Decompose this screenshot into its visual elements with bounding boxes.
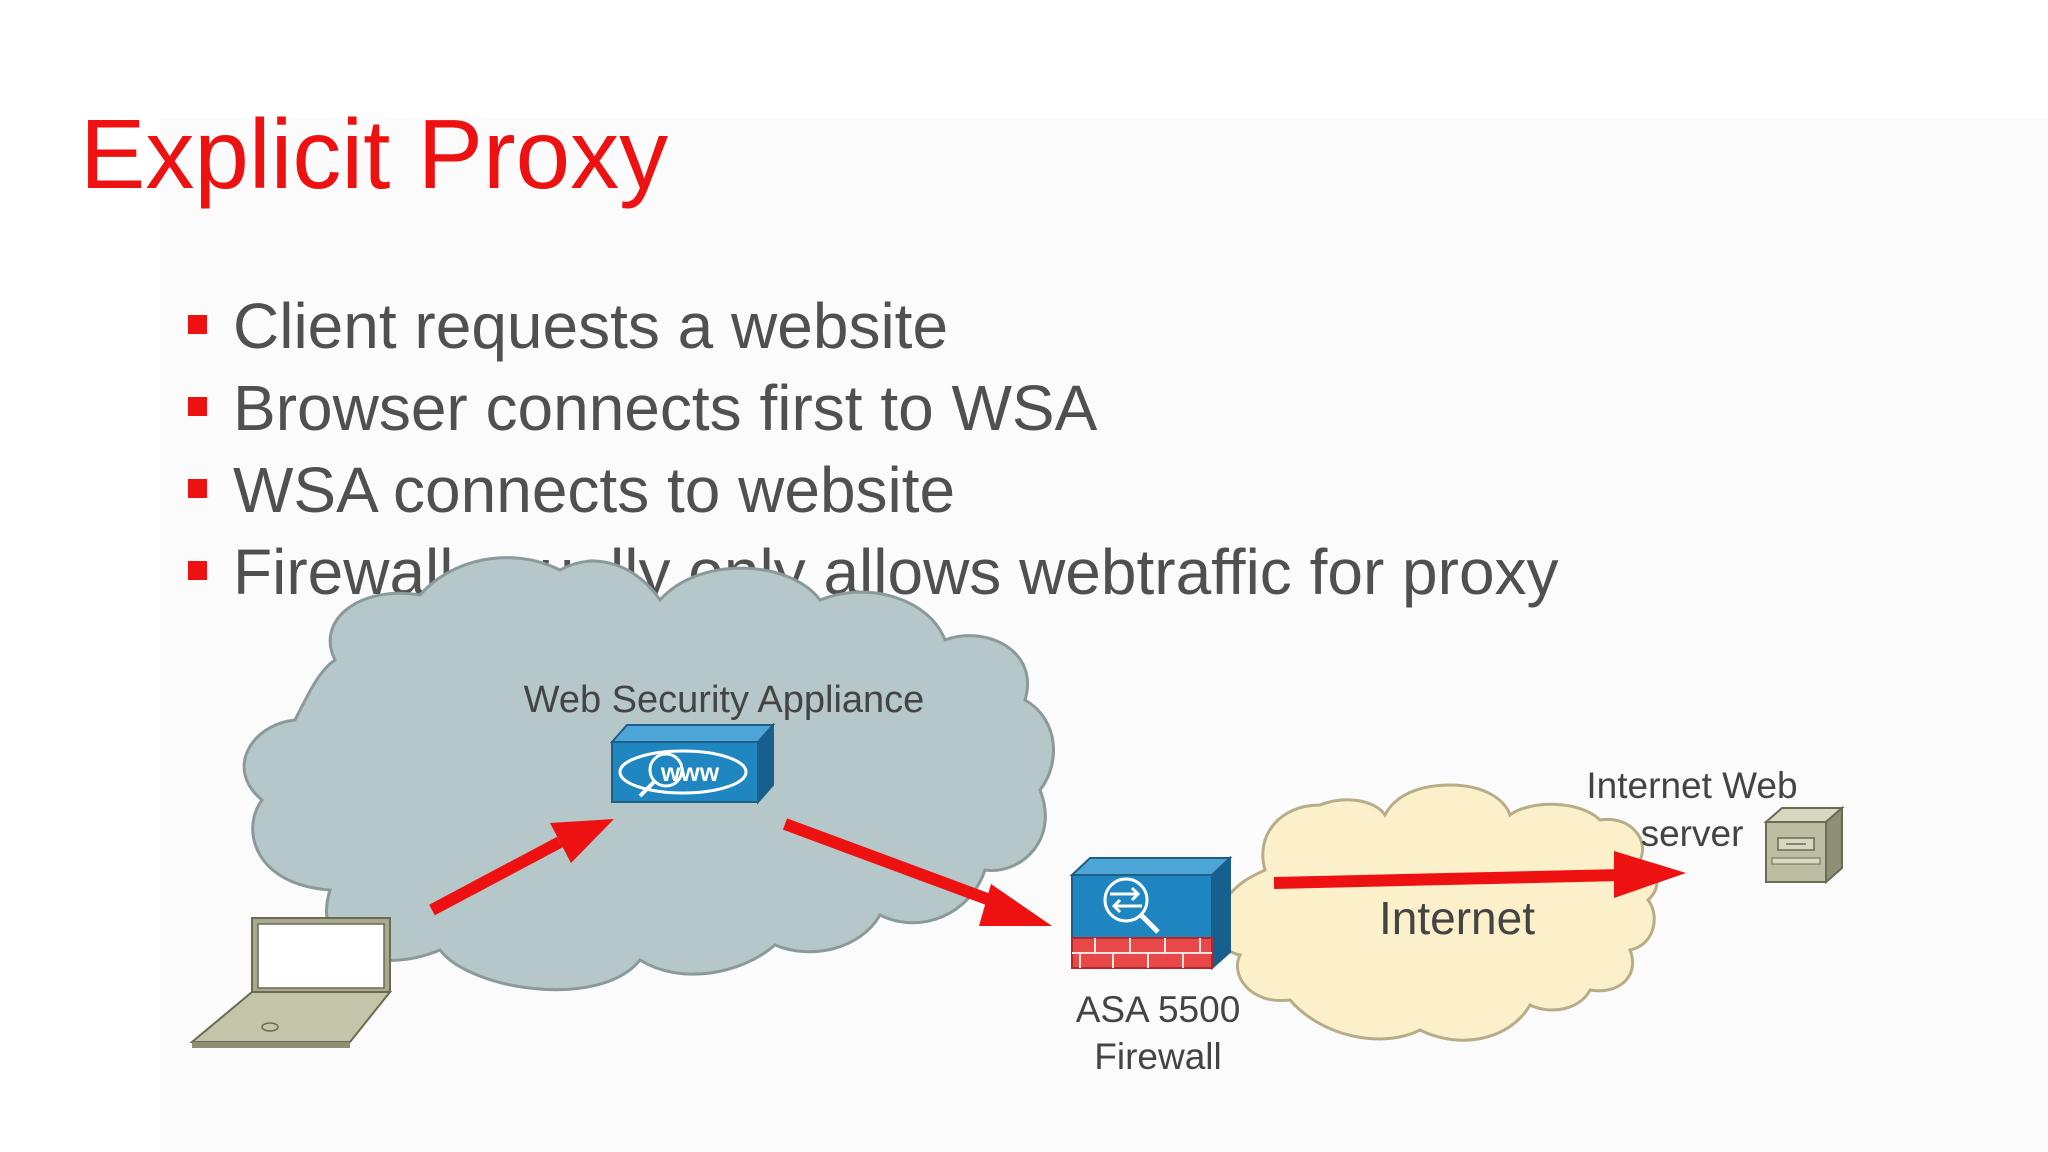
bullet-text: Browser connects first to WSA — [233, 372, 1098, 444]
bullet-item: Client requests a website — [185, 285, 1559, 367]
firewall-label-line2: Firewall — [1094, 1036, 1221, 1077]
bullet-text: WSA connects to website — [233, 454, 956, 526]
bullet-square-icon — [188, 479, 207, 498]
wsa-label: Web Security Appliance — [524, 679, 925, 721]
web-server-label-line2: server — [1641, 813, 1744, 854]
bullet-list: Client requests a website Browser connec… — [185, 285, 1559, 613]
web-server-label-line1: Internet Web — [1586, 765, 1797, 806]
arrow-firewall-to-internet — [1273, 851, 1686, 898]
bullet-square-icon — [188, 561, 207, 580]
bullet-item: WSA connects to website — [185, 449, 1559, 531]
firewall-icon — [1069, 855, 1233, 971]
web-server-icon — [1763, 805, 1845, 885]
internet-cloud — [1212, 783, 1659, 1042]
bullet-item: Browser connects first to WSA — [185, 367, 1559, 449]
slide-title: Explicit Proxy — [80, 99, 669, 209]
internet-label: Internet — [1379, 892, 1535, 944]
arrow-client-to-wsa — [429, 819, 614, 916]
firewall-label-line1: ASA 5500 — [1076, 989, 1241, 1030]
arrow-wsa-to-firewall — [782, 818, 1052, 926]
wsa-icon-text: www — [660, 759, 720, 787]
laptop-icon — [189, 917, 393, 1048]
bullet-square-icon — [188, 397, 207, 416]
bullet-text: Client requests a website — [233, 290, 949, 362]
wsa-appliance-icon: www — [609, 722, 776, 805]
bullet-square-icon — [188, 315, 207, 334]
